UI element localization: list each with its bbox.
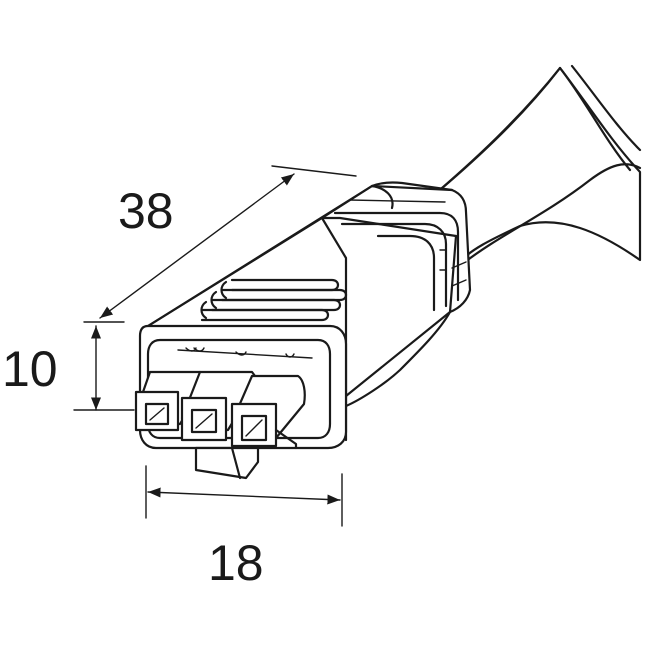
dimension-width-label: 18 — [208, 535, 264, 591]
dimension-width: 18 — [145, 465, 343, 591]
dimension-width-line — [147, 487, 341, 505]
dimension-height-label: 10 — [2, 341, 58, 397]
latch — [194, 446, 260, 480]
pin-1 — [134, 370, 208, 432]
dimension-length: 38 — [83, 165, 357, 323]
dimension-length-line — [99, 173, 295, 319]
pin-3 — [230, 374, 306, 450]
cable — [426, 64, 642, 264]
dimension-height: 10 — [2, 325, 135, 411]
pin-2 — [180, 370, 260, 442]
dimension-length-label: 38 — [118, 183, 174, 239]
